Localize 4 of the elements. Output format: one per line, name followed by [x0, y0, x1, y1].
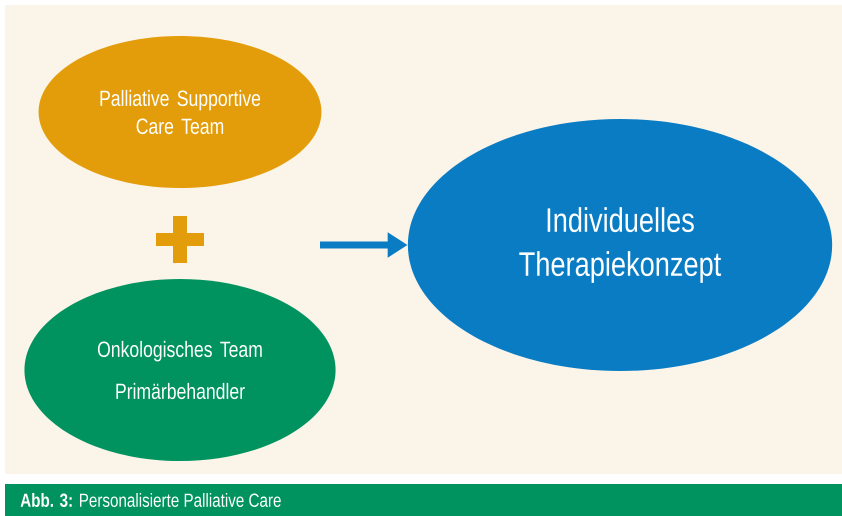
caption-bar: Abb. 3: Personalisierte Palliative Care: [5, 484, 842, 516]
ellipse-node: Palliative Supportive Care Team: [38, 36, 322, 188]
ellipse-node: Individuelles Therapiekonzept: [408, 119, 832, 371]
ellipse-node: Onkologisches Team Primärbehandler: [24, 279, 336, 461]
